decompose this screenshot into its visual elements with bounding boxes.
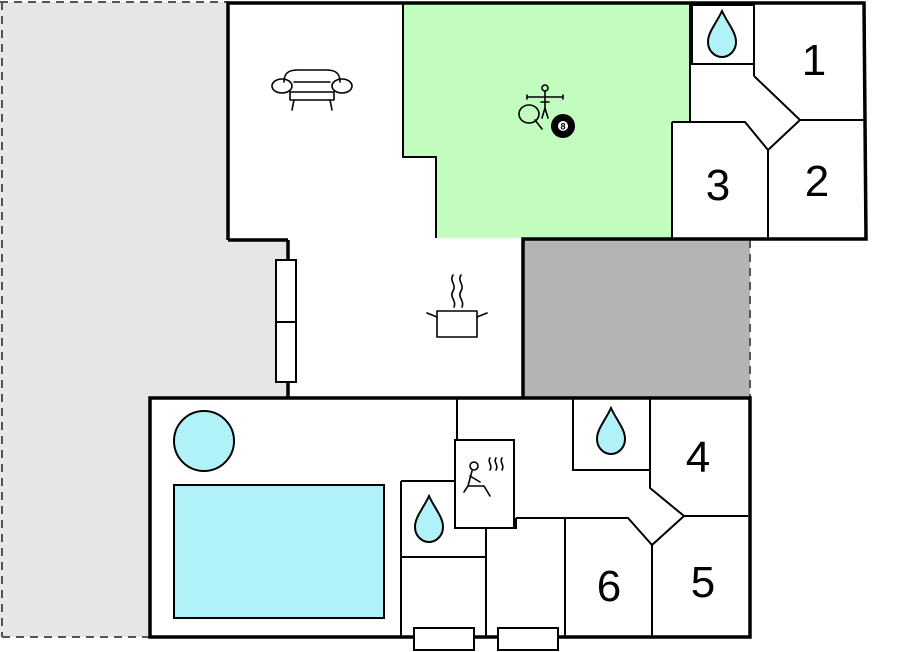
window-bottom-1 [413, 627, 475, 651]
window-left-top [275, 259, 297, 323]
garage-area [523, 240, 750, 397]
window-left-bottom [275, 321, 297, 383]
lower-rooms-walls [400, 398, 748, 637]
room-label-1: 1 [802, 36, 826, 85]
sofa-icon [271, 69, 353, 111]
water-drop-icon [413, 493, 445, 544]
cooking-pot-icon [426, 274, 488, 338]
room-label-4: 4 [686, 433, 710, 482]
sauna-icon [463, 457, 504, 497]
sauna-room [454, 439, 515, 529]
games-room-area [403, 4, 690, 238]
room-label-5: 5 [691, 558, 715, 607]
lower-building-wall [148, 396, 752, 639]
water-drop-icon [706, 8, 738, 59]
games-room-icon: 8 [518, 84, 575, 138]
whirlpool-icon [173, 410, 235, 472]
water-drop-icon [595, 405, 627, 456]
terrace-outline [0, 1, 228, 638]
terrace-area [0, 2, 288, 637]
games-room-outline [402, 4, 673, 238]
room-label-3: 3 [706, 161, 730, 210]
room-label-2: 2 [805, 157, 829, 206]
window-bottom-2 [497, 627, 559, 651]
svg-text:8: 8 [560, 122, 565, 132]
room-label-6: 6 [597, 562, 621, 611]
swimming-pool-icon [173, 484, 385, 619]
